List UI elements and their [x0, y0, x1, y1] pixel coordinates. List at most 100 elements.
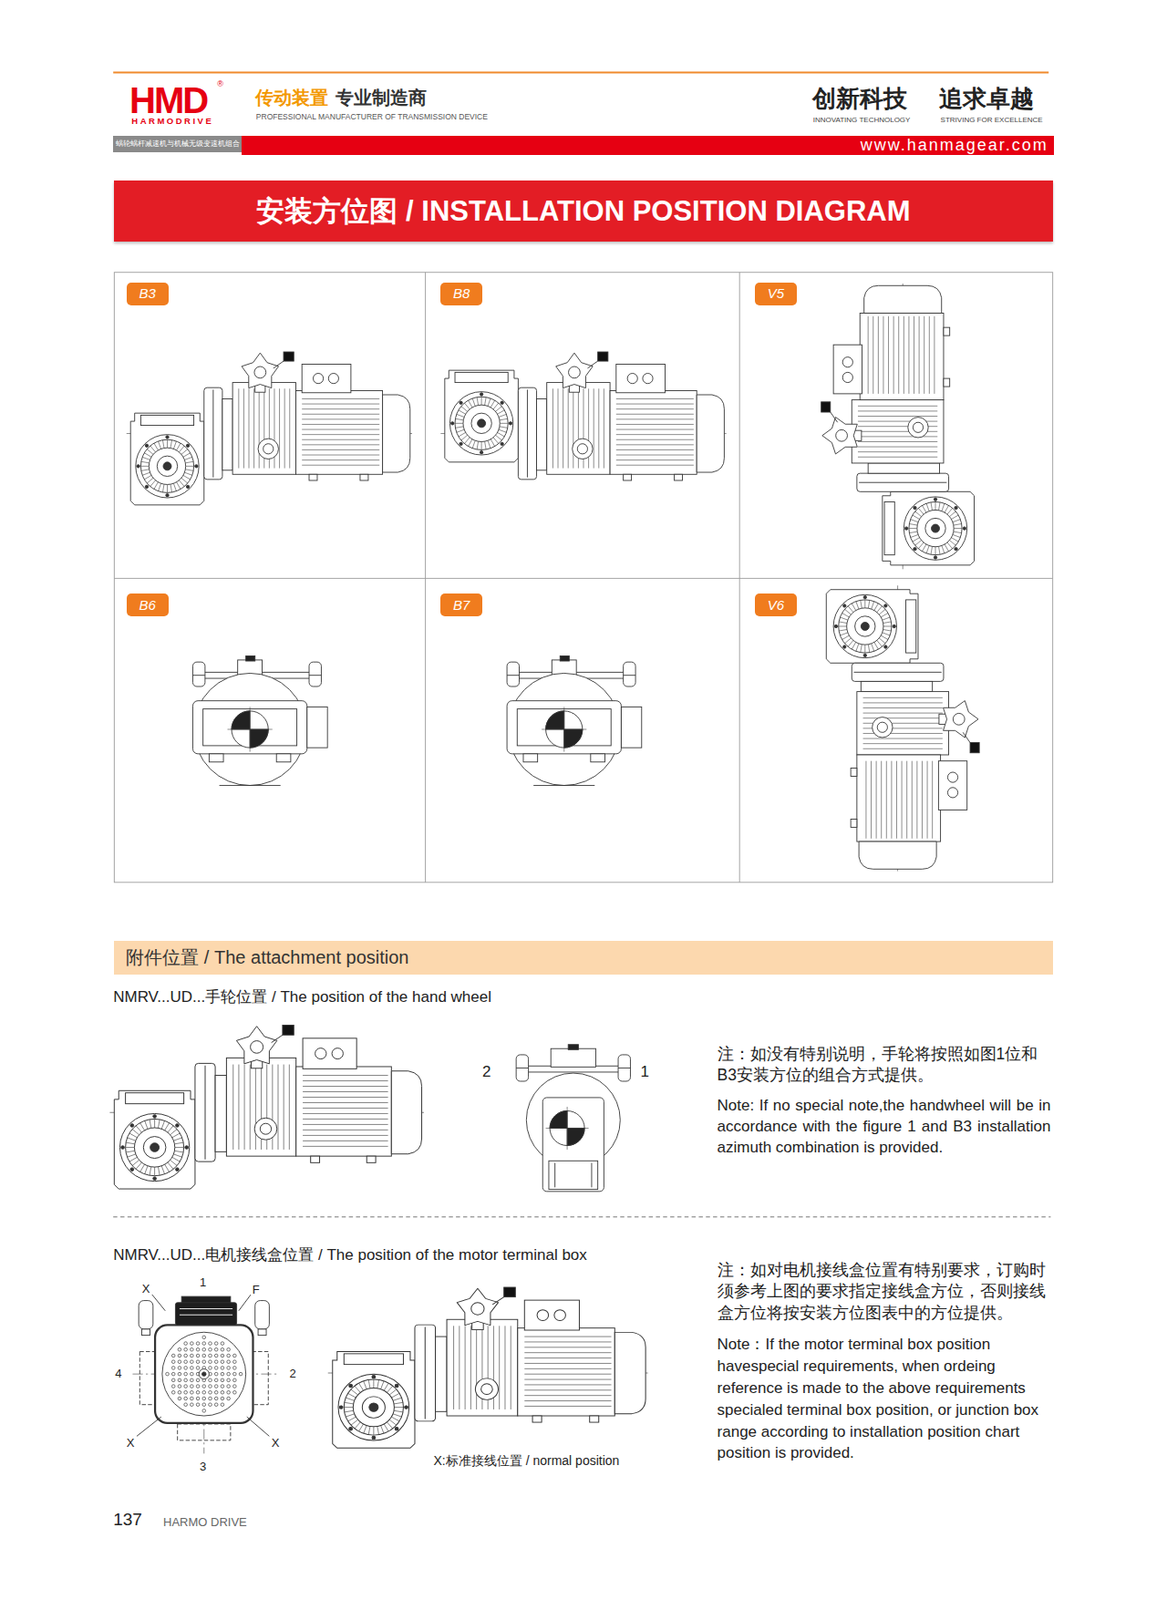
- gear-hatch: [381, 1381, 384, 1390]
- motor-fin: [931, 761, 933, 839]
- cable-gland: [537, 1310, 549, 1322]
- motor-fin: [877, 316, 879, 394]
- gear-hatch: [183, 453, 191, 457]
- coupling: [222, 398, 233, 470]
- gear-hatch: [941, 503, 945, 511]
- bore-quadrant: [549, 1110, 568, 1128]
- grille-hole: [202, 1347, 207, 1352]
- gearbox-boss: [454, 371, 508, 383]
- gear-hatch: [497, 432, 506, 436]
- motor-fin: [302, 1074, 389, 1076]
- page-number: 137: [113, 1510, 143, 1530]
- motor-fin: [302, 1096, 389, 1098]
- gear-hatch: [487, 440, 491, 448]
- gear-hatch: [392, 1414, 402, 1417]
- leader-line: [238, 1294, 251, 1312]
- grille-hole: [208, 1396, 213, 1401]
- gearbox-hub: [931, 524, 940, 533]
- bolt-hole: [479, 451, 483, 455]
- motor-fin: [524, 1368, 611, 1370]
- worm-gearbox: [826, 589, 919, 664]
- variator-fin: [237, 1064, 239, 1150]
- grille-hole: [190, 1353, 195, 1358]
- terminal-box: [938, 761, 967, 811]
- knob-pointer: [962, 732, 971, 743]
- grille-hole: [184, 1396, 188, 1401]
- gearbox-housing: [130, 413, 205, 506]
- grille-hole: [227, 1390, 231, 1395]
- flange: [195, 1063, 216, 1162]
- bolt-hole: [136, 464, 140, 468]
- gear-hatch: [172, 1156, 181, 1162]
- gear-hatch: [185, 461, 194, 464]
- gear-hatch: [950, 515, 959, 519]
- motor-fin: [867, 316, 869, 394]
- gear-hatch: [176, 482, 181, 490]
- gear-hatch: [173, 483, 176, 491]
- grille-hole: [208, 1403, 213, 1407]
- position-badge-text: B8: [453, 286, 470, 301]
- gear-hatch: [132, 1129, 140, 1136]
- gear-hatch: [952, 519, 961, 523]
- bolt-hole: [508, 422, 512, 425]
- gear-hatch: [150, 480, 156, 487]
- gear-hatch: [935, 547, 937, 556]
- terminal-box: [301, 363, 352, 393]
- callout-number: 4: [113, 1367, 124, 1380]
- gear-hatch: [880, 612, 889, 617]
- grille-hole: [233, 1372, 238, 1376]
- variator-fin: [863, 717, 943, 719]
- variator-fin: [243, 388, 245, 468]
- position-mark: X: [124, 1436, 137, 1449]
- slogan-subtext: PROFESSIONAL MANUFACTURER OF TRANSMISSIO…: [256, 113, 488, 122]
- variator-fin: [572, 388, 574, 468]
- motor-fin: [524, 1389, 611, 1391]
- gear-hatch: [883, 621, 892, 624]
- gear-hatch: [393, 1406, 403, 1408]
- gear-hatch: [464, 402, 470, 410]
- motor-fin: [896, 761, 898, 839]
- grille-hole: [214, 1384, 218, 1389]
- gear-hatch: [918, 542, 924, 549]
- gear-hatch: [485, 441, 487, 450]
- variator-fin: [498, 1325, 500, 1410]
- bolt-hole: [349, 1383, 353, 1388]
- gear-hatch: [165, 1164, 170, 1172]
- gearbox-boss: [343, 1353, 403, 1365]
- motor-fin: [302, 1146, 389, 1147]
- grille-hole: [227, 1384, 231, 1389]
- gear-hatch: [454, 423, 464, 424]
- motor-body: [517, 1328, 616, 1416]
- terminal-box-line: [179, 1314, 233, 1316]
- variator-body: [226, 1057, 296, 1157]
- gear-hatch: [476, 441, 479, 450]
- motor-fin: [911, 761, 913, 839]
- grille-hole: [202, 1360, 207, 1364]
- grille-hole: [190, 1396, 195, 1401]
- series-bar: 蜗轮蜗杆减速机与机械无级变速机组合: [113, 135, 242, 153]
- gearbox-ring: [361, 1396, 385, 1418]
- variator-fin: [857, 435, 938, 437]
- note-text: 注：如对电机接线盒位置有特别要求，订购时须参考上图的要求指定接线盒方位，否则接线…: [717, 1259, 1052, 1325]
- gearbox-ring: [908, 501, 962, 555]
- bolt-hole: [954, 547, 958, 550]
- variator-fin: [283, 1064, 285, 1150]
- grille-hole: [214, 1403, 218, 1407]
- gear-hatch: [910, 534, 919, 538]
- fan-cover: [696, 394, 724, 473]
- gear-hatch: [344, 1410, 354, 1413]
- gear-hatch: [878, 638, 886, 644]
- flange: [851, 662, 944, 682]
- gearmotor-b8: [440, 351, 729, 481]
- gear-hatch: [490, 400, 495, 408]
- gearbox-hub: [860, 622, 869, 631]
- motor-foot: [310, 1156, 321, 1163]
- motor-fin: [888, 316, 889, 394]
- knob-center: [254, 366, 267, 379]
- grille-hole: [220, 1378, 225, 1383]
- motor-fin: [886, 761, 888, 839]
- gear-hatch: [140, 1164, 145, 1172]
- gearbox-ring: [471, 413, 492, 434]
- motor-fin: [616, 413, 694, 415]
- motor-foot: [674, 474, 683, 481]
